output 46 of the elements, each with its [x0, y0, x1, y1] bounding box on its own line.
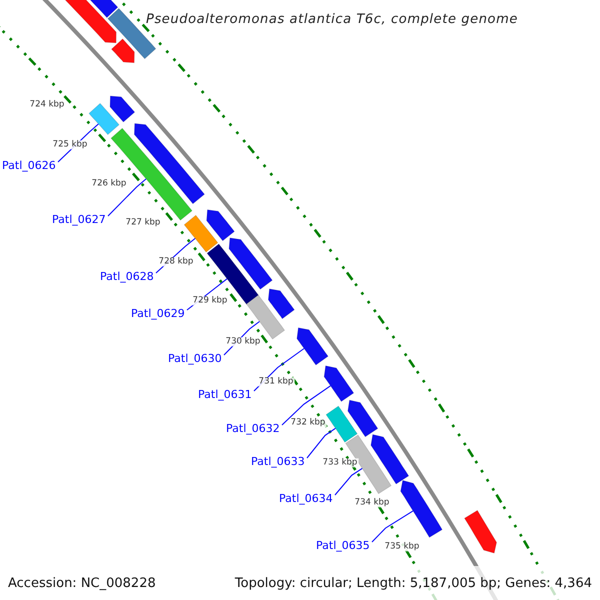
- gene-label: Patl_0632: [226, 422, 280, 436]
- tick-label: 727 kbp: [124, 218, 162, 228]
- gene-label: Patl_0634: [279, 492, 333, 506]
- leader-line: [334, 468, 363, 496]
- leader-line: [306, 428, 336, 458]
- leader-line: [108, 178, 147, 216]
- gene-label: Patl_0635: [316, 540, 370, 552]
- gene-feature: [134, 123, 205, 204]
- gene-label: Patl_0629: [131, 308, 185, 320]
- tick-label: 724 kbp: [28, 100, 66, 110]
- map-info-text: Topology: circular; Length: 5,187,005 bp; Genes: 4,364: [234, 576, 592, 590]
- leader-line: [282, 385, 331, 426]
- gene-feature: [184, 214, 218, 253]
- map-info-text: Accession: NC_008228: [8, 576, 156, 590]
- gene-label: Patl_0630: [168, 352, 222, 366]
- gene-feature: [110, 96, 136, 122]
- tick-label: 735 kbp: [384, 542, 420, 552]
- gene-feature: [296, 327, 329, 366]
- map-title: Pseudoalteromonas atlantica T6c, complete genome: [146, 12, 518, 27]
- tick-label: 726 kbp: [90, 179, 128, 189]
- gene-feature: [324, 365, 354, 402]
- leader-line: [372, 510, 414, 542]
- gene-label: Patl_0631: [198, 388, 252, 402]
- tick-label: 730 kbp: [224, 337, 262, 347]
- tick-label: 725 kbp: [52, 140, 88, 150]
- gene-feature: [268, 288, 295, 320]
- gene-feature: [347, 400, 378, 438]
- gene-label: Patl_0628: [100, 270, 154, 284]
- gene-feature: [400, 480, 443, 538]
- gene-feature: [370, 434, 410, 484]
- gene-feature: [206, 244, 260, 305]
- tick-label: 733 kbp: [322, 458, 358, 468]
- gene-label: Patl_0633: [251, 456, 305, 468]
- gene-feature: [88, 102, 120, 136]
- gene-label: Patl_0627: [52, 214, 106, 226]
- gene-feature: [464, 510, 497, 554]
- tick-label: 731 kbp: [258, 377, 294, 387]
- gene-label: Patl_0626: [2, 160, 56, 172]
- gene-feature: [206, 209, 235, 242]
- gene-feature: [228, 238, 273, 290]
- tick-label: 729 kbp: [192, 296, 228, 306]
- tick-label: 734 kbp: [354, 498, 390, 508]
- tick-label: 732 kbp: [290, 418, 326, 428]
- tick-label: 728 kbp: [158, 257, 194, 267]
- gene-feature: [326, 406, 358, 443]
- gene-feature: [111, 38, 135, 64]
